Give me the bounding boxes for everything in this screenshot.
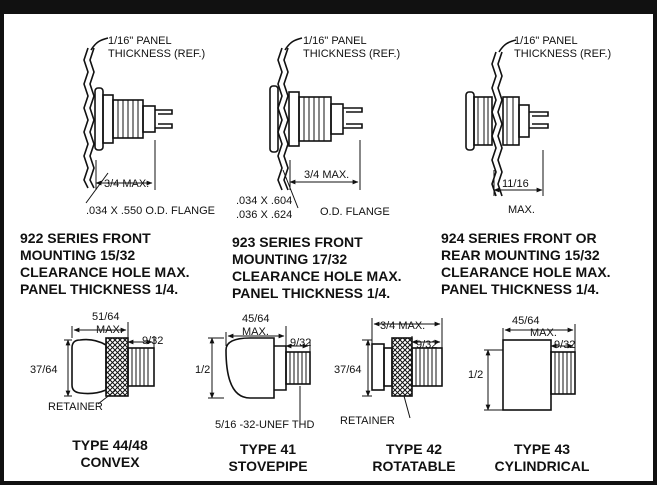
type-43-length-dim-b: MAX. (530, 327, 557, 339)
type-43-height-dim: 1/2 (468, 369, 483, 381)
type-41-length-dim-b: MAX. (242, 326, 269, 338)
series-924-heading: 924 SERIES FRONT OR REAR MOUNTING 15/32 … (441, 230, 611, 297)
series-922-depth-dim: 3/4 MAX. (104, 178, 149, 190)
type-41-short-dim: 9/32 (290, 337, 311, 349)
type-43-name: TYPE 43 (513, 441, 571, 457)
series-923-flange-dim-b: .036 X .624 (236, 209, 292, 221)
type-41-drawing (225, 337, 311, 399)
type-42-drawing (371, 337, 443, 397)
type-43-short-dim: 9/32 (554, 339, 575, 351)
type-42-name: TYPE 42 (385, 441, 443, 457)
type-43-label: TYPE 43 CYLINDRICAL (472, 441, 612, 475)
series-924-drawing (465, 39, 549, 197)
series-922-heading: 922 SERIES FRONT MOUNTING 15/32 CLEARANC… (20, 230, 190, 297)
series-923-panel-note-line1: 1/16" PANEL (303, 35, 367, 47)
series-922-panel-note-line1: 1/16" PANEL (108, 35, 172, 47)
series-923-heading: 923 SERIES FRONT MOUNTING 17/32 CLEARANC… (232, 234, 402, 301)
series-923-depth-dim: 3/4 MAX. (304, 169, 349, 181)
series-924-depth-dim-b: MAX. (508, 204, 535, 216)
series-923-flange-suffix: O.D. FLANGE (320, 206, 390, 218)
type-44-48-drawing (71, 337, 155, 397)
series-924-panel-note-line2: THICKNESS (REF.) (514, 48, 611, 60)
series-923-panel-note-line2: THICKNESS (REF.) (303, 48, 400, 60)
series-922-drawing (83, 37, 173, 189)
series-922-flange-dim: .034 X .550 O.D. FLANGE (86, 205, 215, 217)
type-44-short-dim: 9/32 (142, 335, 163, 347)
type-42-length-dim: 3/4 MAX. (380, 320, 425, 332)
type-42-desc: ROTATABLE (372, 458, 456, 474)
type-44-48-name: TYPE 44/48 (72, 437, 148, 453)
type-41-length-dim-a: 45/64 (242, 313, 270, 325)
type-44-48-desc: CONVEX (80, 454, 140, 470)
type-44-height-dim: 37/64 (30, 364, 58, 376)
type-43-desc: CYLINDRICAL (494, 458, 590, 474)
type-43-drawing (502, 339, 576, 411)
type-44-48-label: TYPE 44/48 CONVEX (40, 437, 180, 471)
type-41-height-dim: 1/2 (195, 364, 210, 376)
type-44-length-dim-b: MAX. (96, 324, 123, 336)
type-41-desc: STOVEPIPE (228, 458, 308, 474)
series-924-panel-note-line1: 1/16" PANEL (514, 35, 578, 47)
series-922-panel-note-line2: THICKNESS (REF.) (108, 48, 205, 60)
type-41-name: TYPE 41 (239, 441, 297, 457)
series-923-flange-dim-a: .034 X .604 (236, 195, 292, 207)
type-41-thread-note: 5/16 -32-UNEF THD (215, 419, 314, 431)
series-924-depth-dim-a: 11/16 (502, 178, 529, 190)
type-44-retainer-label: RETAINER (48, 401, 103, 413)
type-43-length-dim-a: 45/64 (512, 315, 540, 327)
type-42-label: TYPE 42 ROTATABLE (344, 441, 484, 475)
type-42-short-dim: 9/32 (416, 339, 437, 351)
type-42-retainer-label: RETAINER (340, 415, 395, 427)
type-44-length-dim-a: 51/64 (92, 311, 120, 323)
type-42-height-dim: 37/64 (334, 364, 362, 376)
type-41-label: TYPE 41 STOVEPIPE (198, 441, 338, 475)
series-923-drawing (269, 37, 363, 191)
